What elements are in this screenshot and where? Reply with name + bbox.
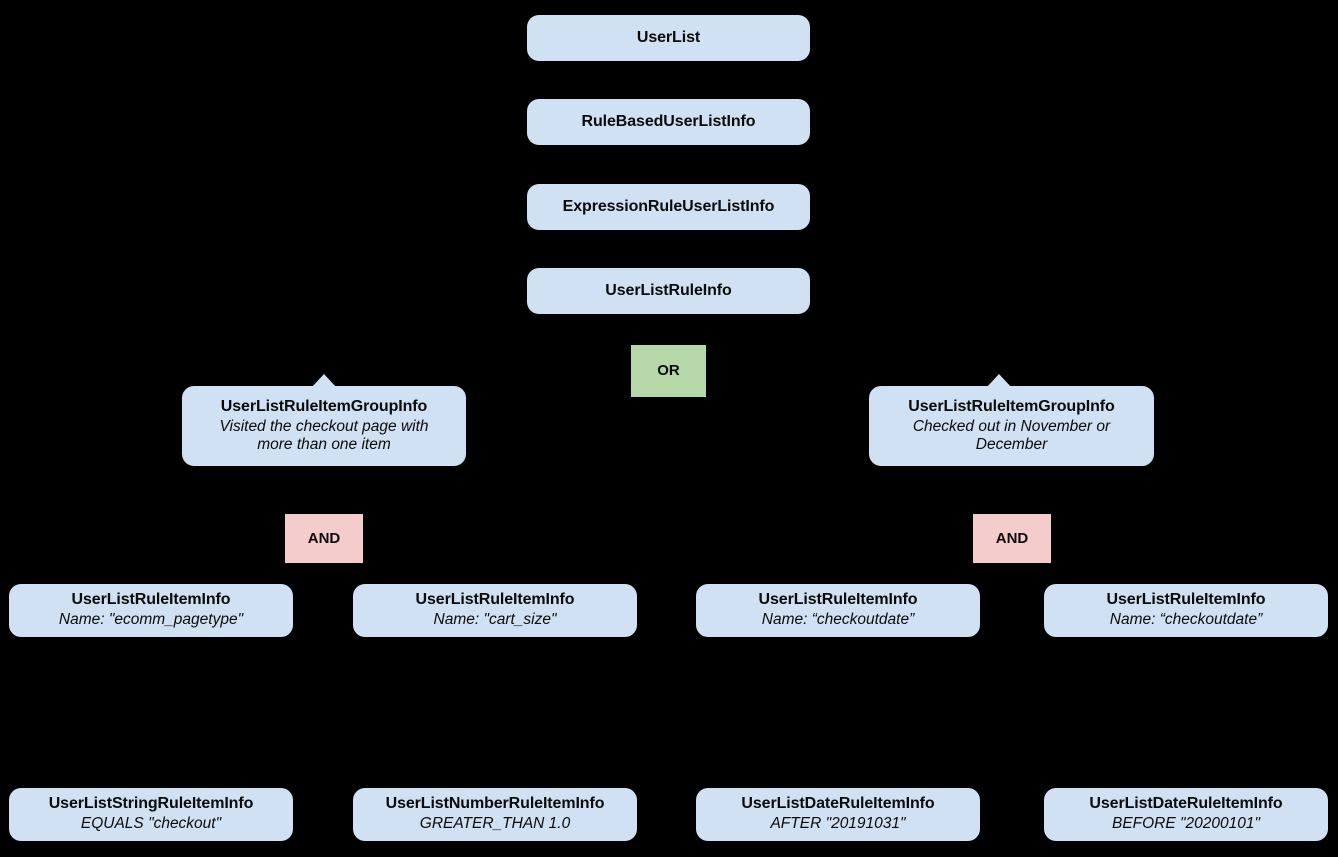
operator-or-label: OR bbox=[657, 362, 680, 380]
node-rulebaseduserlistinfo-title: RuleBasedUserListInfo bbox=[581, 112, 756, 130]
operator-and-right[interactable]: AND bbox=[973, 514, 1051, 563]
node-rule-item-checkoutdate-after-sub: Name: “checkoutdate” bbox=[761, 611, 915, 629]
node-rule-item-checkoutdate-after-title: UserListRuleItemInfo bbox=[758, 591, 918, 609]
node-rule-item-cart-size-sub: Name: "cart_size" bbox=[433, 611, 557, 629]
node-leaf-number-rule-item-sub: GREATER_THAN 1.0 bbox=[419, 815, 571, 833]
node-userlistruleinfo[interactable]: UserListRuleInfo bbox=[527, 268, 810, 314]
node-leaf-date-rule-item-after-title: UserListDateRuleItemInfo bbox=[741, 795, 935, 813]
operator-or[interactable]: OR bbox=[631, 345, 706, 397]
node-leaf-number-rule-item[interactable]: UserListNumberRuleItemInfo GREATER_THAN … bbox=[353, 788, 637, 841]
node-rule-item-ecomm-pagetype[interactable]: UserListRuleItemInfo Name: "ecomm_pagety… bbox=[9, 584, 293, 637]
node-group-left-sub-line-2: more than one item bbox=[257, 435, 391, 453]
node-leaf-number-rule-item-title: UserListNumberRuleItemInfo bbox=[385, 795, 605, 813]
node-userlistruleinfo-title: UserListRuleInfo bbox=[605, 281, 732, 299]
node-expressionruleuserlistinfo[interactable]: ExpressionRuleUserListInfo bbox=[527, 184, 810, 230]
edge-and-right-to-item-3 bbox=[837, 561, 1013, 586]
node-rule-item-checkoutdate-before-sub: Name: “checkoutdate” bbox=[1109, 611, 1263, 629]
node-rule-item-checkoutdate-before-title: UserListRuleItemInfo bbox=[1106, 591, 1266, 609]
operator-and-right-label: AND bbox=[995, 529, 1029, 547]
node-rule-item-checkoutdate-before[interactable]: UserListRuleItemInfo Name: “checkoutdate… bbox=[1044, 584, 1328, 637]
node-rule-item-cart-size[interactable]: UserListRuleItemInfo Name: "cart_size" bbox=[353, 584, 637, 637]
node-group-right-sub-line-1: Checked out in November or bbox=[912, 417, 1111, 435]
edge-and-left-to-item-1 bbox=[150, 561, 325, 586]
node-leaf-date-rule-item-after[interactable]: UserListDateRuleItemInfo AFTER "20191031… bbox=[696, 788, 980, 841]
node-expressionruleuserlistinfo-title: ExpressionRuleUserListInfo bbox=[562, 197, 775, 215]
node-leaf-date-rule-item-before-title: UserListDateRuleItemInfo bbox=[1089, 795, 1283, 813]
node-leaf-date-rule-item-after-sub: AFTER "20191031" bbox=[770, 815, 906, 833]
node-leaf-string-rule-item-sub: EQUALS "checkout" bbox=[80, 815, 222, 833]
node-leaf-date-rule-item-before[interactable]: UserListDateRuleItemInfo BEFORE "2020010… bbox=[1044, 788, 1328, 841]
node-rule-item-ecomm-pagetype-title: UserListRuleItemInfo bbox=[71, 591, 231, 609]
node-group-left[interactable]: UserListRuleItemGroupInfo Visited the ch… bbox=[182, 386, 466, 466]
node-group-left-sub-line-1: Visited the checkout page with bbox=[219, 417, 429, 435]
node-leaf-string-rule-item-title: UserListStringRuleItemInfo bbox=[48, 795, 254, 813]
node-group-right-sub-line-2: December bbox=[975, 435, 1048, 453]
node-leaf-string-rule-item[interactable]: UserListStringRuleItemInfo EQUALS "check… bbox=[9, 788, 293, 841]
node-group-right-title: UserListRuleItemGroupInfo bbox=[908, 397, 1115, 415]
operator-and-left-label: AND bbox=[307, 529, 341, 547]
node-rule-item-cart-size-title: UserListRuleItemInfo bbox=[415, 591, 575, 609]
arrowhead-group-right bbox=[986, 374, 1012, 388]
operator-and-left[interactable]: AND bbox=[285, 514, 363, 563]
node-group-right[interactable]: UserListRuleItemGroupInfo Checked out in… bbox=[869, 386, 1154, 466]
edge-and-right-to-item-4 bbox=[1011, 561, 1187, 586]
node-userlist-title: UserList bbox=[636, 28, 701, 46]
node-userlist[interactable]: UserList bbox=[527, 15, 810, 61]
node-group-left-title: UserListRuleItemGroupInfo bbox=[220, 397, 428, 415]
node-rule-item-checkoutdate-after[interactable]: UserListRuleItemInfo Name: “checkoutdate… bbox=[696, 584, 980, 637]
arrowhead-group-left bbox=[311, 374, 337, 388]
node-rule-item-ecomm-pagetype-sub: Name: "ecomm_pagetype" bbox=[58, 611, 244, 629]
edge-and-left-to-item-2 bbox=[323, 561, 496, 586]
node-rulebaseduserlistinfo[interactable]: RuleBasedUserListInfo bbox=[527, 99, 810, 145]
node-leaf-date-rule-item-before-sub: BEFORE "20200101" bbox=[1111, 815, 1260, 833]
